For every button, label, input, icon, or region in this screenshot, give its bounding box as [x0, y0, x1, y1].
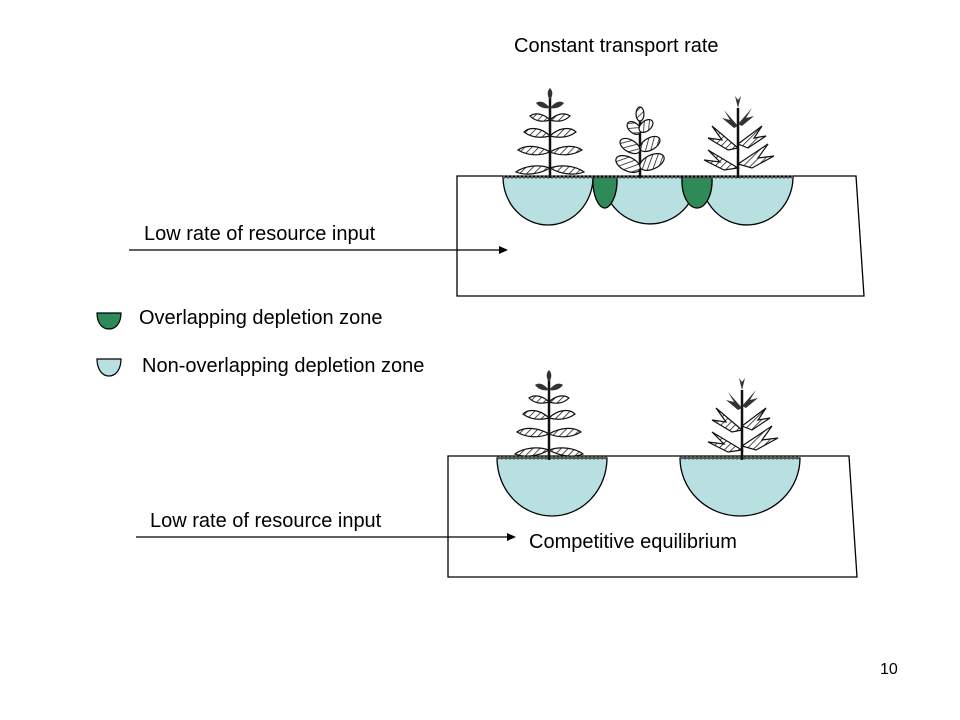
legend-nonoverlap-swatch: [96, 358, 122, 377]
depletion-zone-bottom-2: [679, 457, 801, 517]
depletion-zone-1: [502, 176, 594, 226]
legend: [96, 312, 122, 377]
top-arrowhead: [499, 246, 508, 254]
page-number: 10: [880, 661, 898, 678]
depletion-zone-bottom-1: [496, 457, 608, 517]
plant-bottom-2-icon: [706, 376, 780, 462]
legend-nonoverlap-label: Non-overlapping depletion zone: [142, 355, 425, 377]
bottom-arrowhead: [507, 533, 516, 541]
slide-title: Constant transport rate: [514, 35, 719, 57]
plant-bottom-1-icon: [513, 368, 585, 462]
legend-overlap-swatch: [96, 312, 122, 330]
plant-top-2-icon: [612, 105, 668, 180]
legend-overlap-label: Overlapping depletion zone: [139, 307, 383, 329]
overlap-zone-1: [592, 176, 618, 209]
bottom-arrow-label: Low rate of resource input: [150, 510, 382, 532]
plant-top-1-icon: [514, 86, 586, 180]
competitive-equilibrium-caption: Competitive equilibrium: [529, 531, 737, 553]
plant-top-3-icon: [702, 94, 776, 180]
bottom-panel: [136, 368, 858, 578]
top-arrow-label: Low rate of resource input: [144, 223, 376, 245]
overlap-zone-2: [681, 176, 713, 209]
top-panel: [129, 86, 865, 297]
